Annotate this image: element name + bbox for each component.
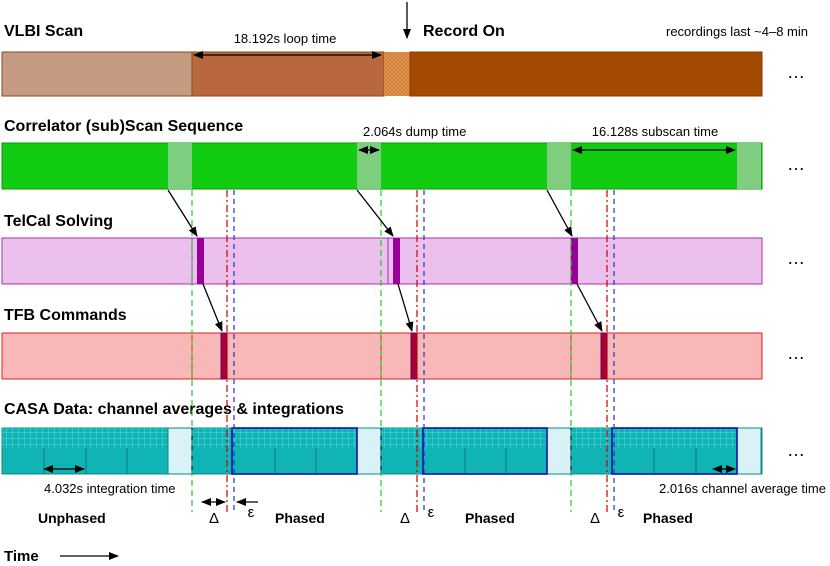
casa-channel-grid-4 xyxy=(571,428,737,448)
casa-phased-box-2 xyxy=(422,427,548,475)
correlator-dump-3 xyxy=(547,143,571,189)
row-label-telcal: TelCal Solving xyxy=(4,213,113,230)
tfb-command-3 xyxy=(600,332,608,380)
phase-label-phased-2: Phased xyxy=(465,510,515,526)
record-on-label: Record On xyxy=(423,23,505,40)
dump-time-label: 2.064s dump time xyxy=(363,124,466,139)
tfb-command-2 xyxy=(410,332,418,380)
ellipsis-tfb: … xyxy=(787,343,805,363)
casa-phased-box-3 xyxy=(611,427,738,475)
recordings-last-label: recordings last ~4–8 min xyxy=(666,24,808,39)
epsilon-label-1: ε xyxy=(248,504,255,521)
vlbi-loop-segment xyxy=(191,51,385,97)
phase-label-phased-1: Phased xyxy=(275,510,325,526)
delta-label-3: Δ xyxy=(590,510,600,527)
ellipsis-telcal: … xyxy=(787,248,805,268)
vlbi-record-segment xyxy=(409,51,763,97)
integration-time-label: 4.032s integration time xyxy=(44,481,176,496)
correlator-dump-4 xyxy=(737,143,761,189)
casa-phased-box-1 xyxy=(231,427,358,475)
casa-gap-3 xyxy=(546,427,572,475)
epsilon-label-2: ε xyxy=(428,504,435,521)
tfb-command-1 xyxy=(220,332,228,380)
tfb-bar xyxy=(1,332,763,380)
vlbi-pre-segment xyxy=(1,51,193,97)
casa-gap-1 xyxy=(167,427,193,475)
delta-label-1: Δ xyxy=(209,510,219,527)
ellipsis-casa: … xyxy=(787,440,805,460)
casa-channel-grid-3 xyxy=(381,428,547,448)
delta-label-2: Δ xyxy=(400,510,410,527)
casa-channel-grid-1 xyxy=(2,428,168,448)
row-label-casa: CASA Data: channel averages & integratio… xyxy=(4,401,344,418)
casa-channel-grid-2 xyxy=(192,428,357,448)
row-label-correlator: Correlator (sub)Scan Sequence xyxy=(4,118,243,135)
loop-time-label: 18.192s loop time xyxy=(234,31,337,46)
correlator-dump-1 xyxy=(168,143,192,189)
casa-gap-2 xyxy=(356,427,382,475)
vlbi-hatched-segment xyxy=(384,52,410,96)
epsilon-label-3: ε xyxy=(618,504,625,521)
ellipsis-correlator: … xyxy=(787,154,805,174)
time-label: Time xyxy=(4,548,39,565)
phase-label-unphased: Unphased xyxy=(38,510,106,526)
telcal-solve-1 xyxy=(197,238,204,284)
phase-label-phased-3: Phased xyxy=(643,510,693,526)
telcal-bar xyxy=(1,237,763,285)
row-label-tfb: TFB Commands xyxy=(4,307,127,324)
subscan-time-label: 16.128s subscan time xyxy=(592,124,718,139)
timing-lines xyxy=(191,190,615,512)
flow-arrows xyxy=(167,189,603,332)
row-label-vlbi: VLBI Scan xyxy=(4,23,83,40)
telcal-solve-3 xyxy=(571,238,578,284)
casa-integration-dividers xyxy=(43,448,697,474)
ellipsis-vlbi: … xyxy=(787,62,805,82)
channel-average-time-label: 2.016s channel average time xyxy=(659,481,826,496)
telcal-solve-2 xyxy=(393,238,400,284)
casa-gap-4 xyxy=(736,427,762,475)
